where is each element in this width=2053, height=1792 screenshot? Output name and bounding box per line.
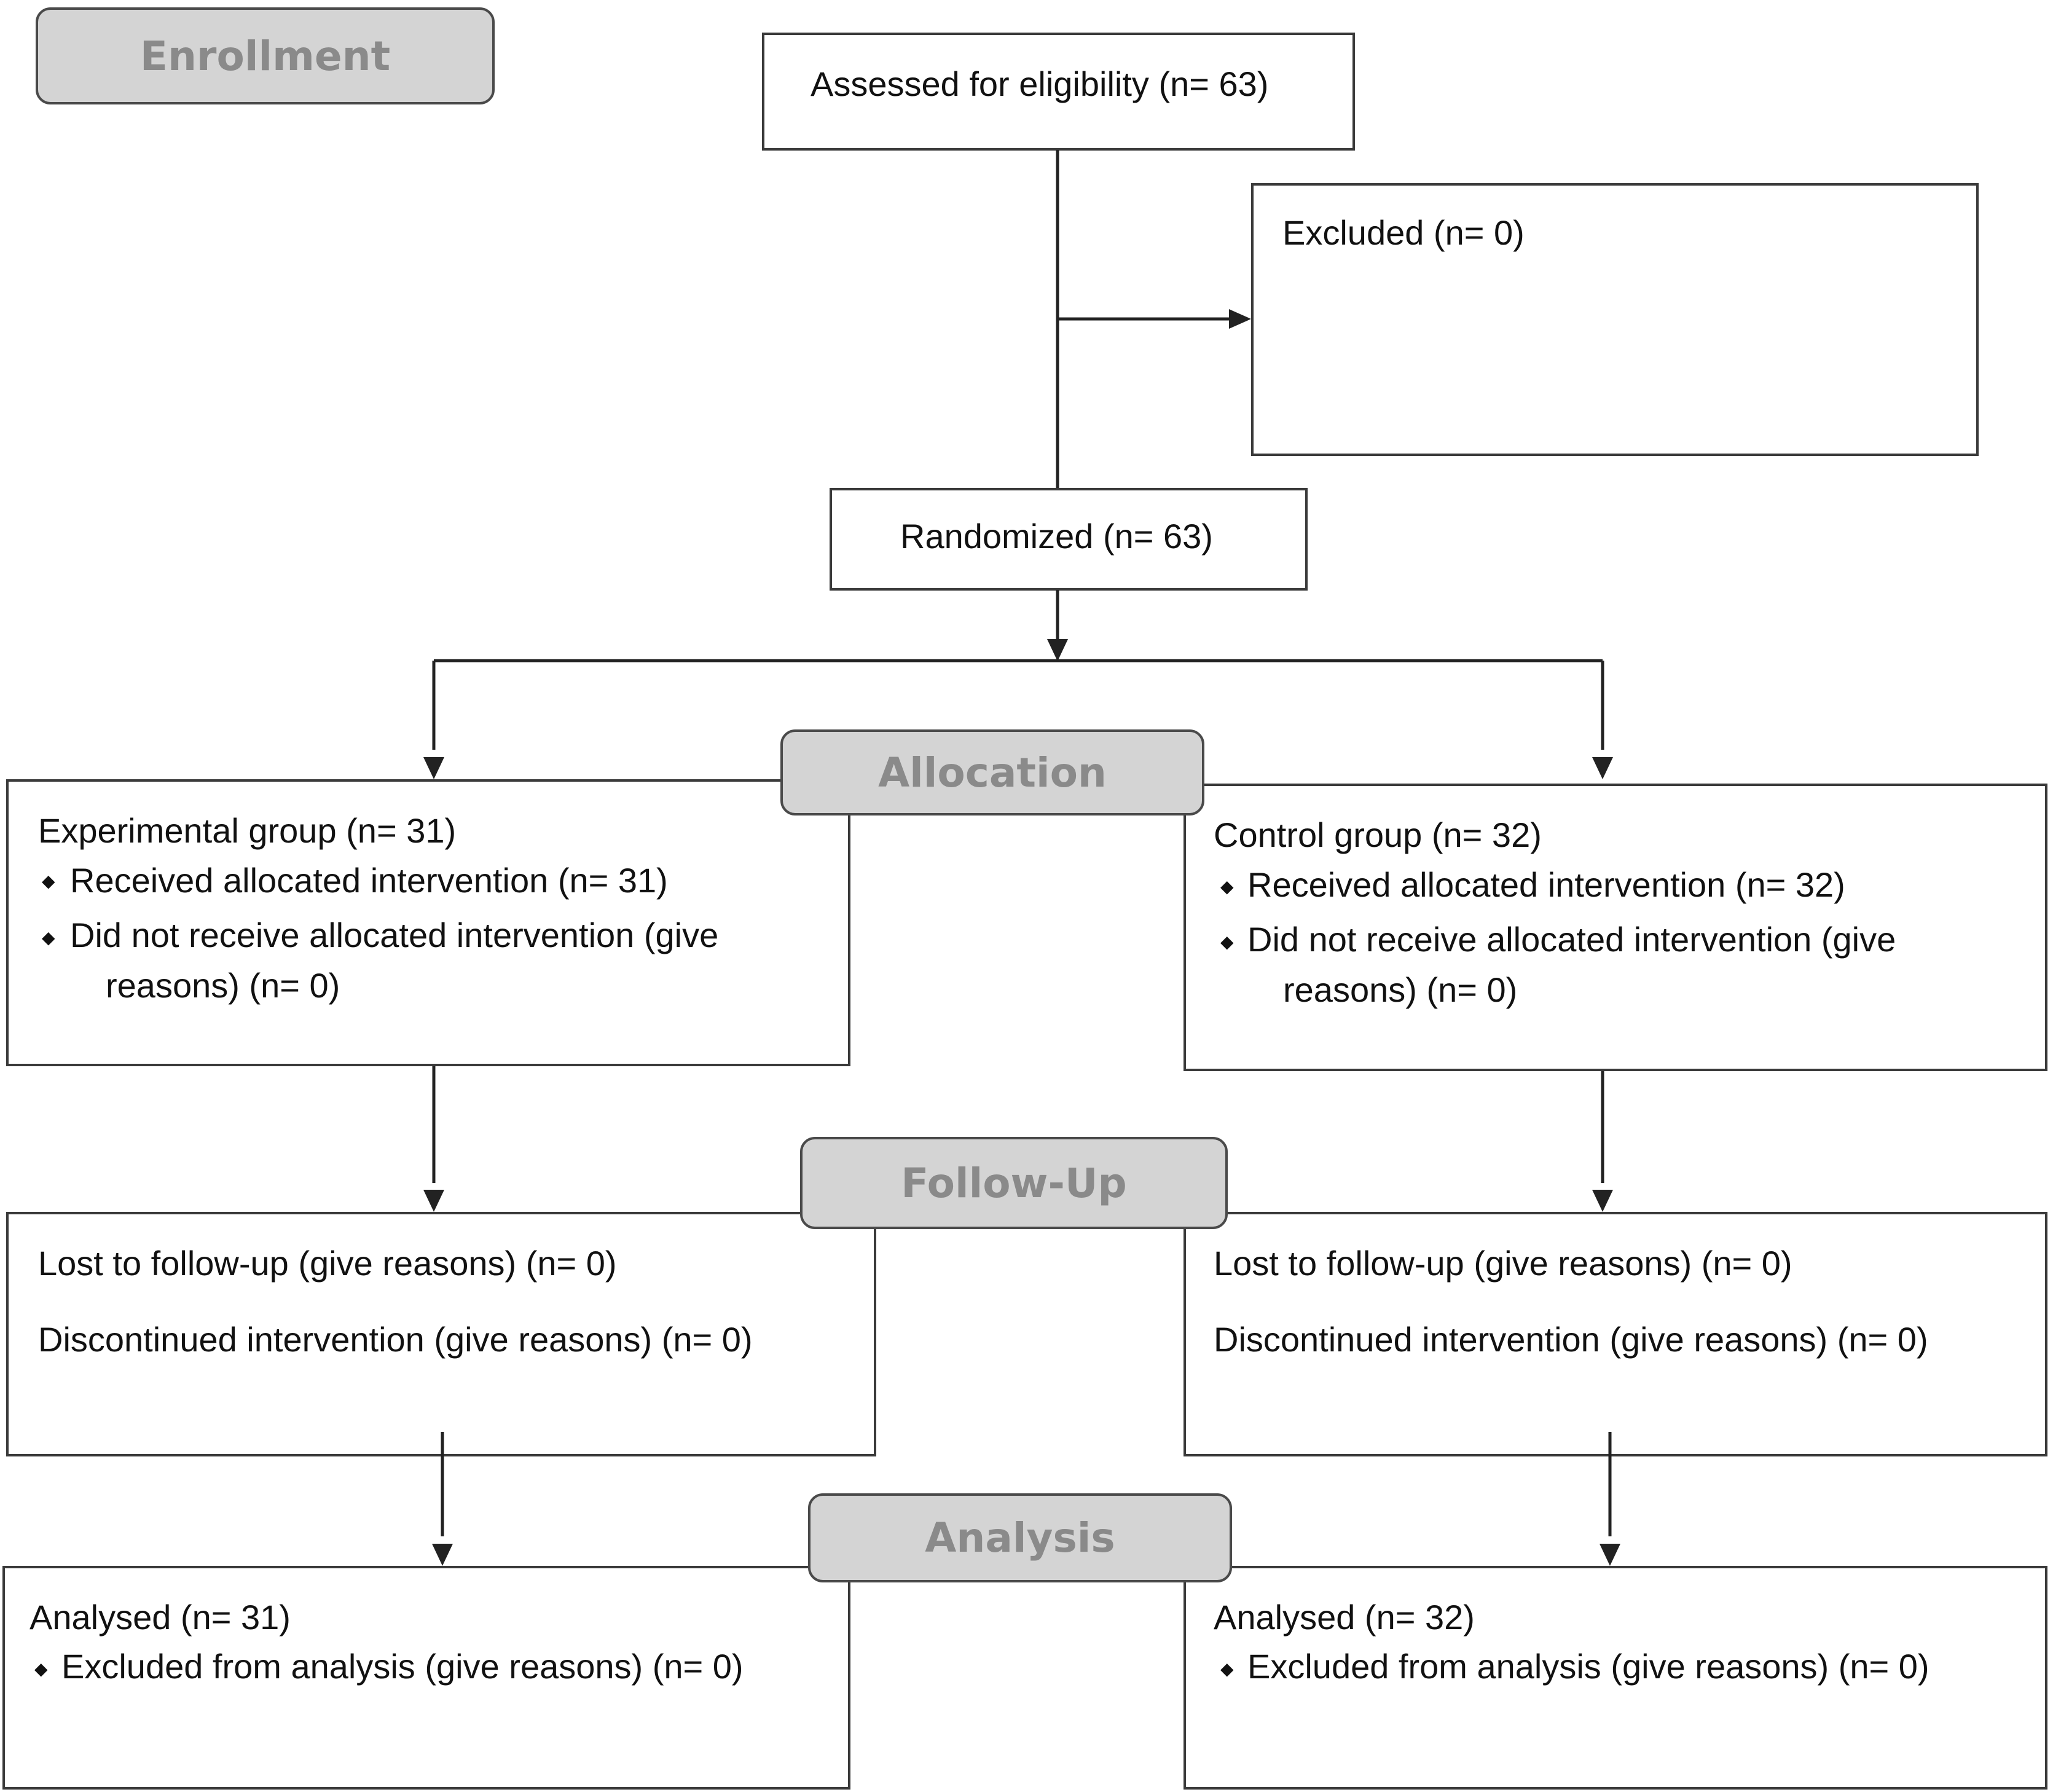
experimental-discontinued-text: Discontinued intervention (give reasons)… (38, 1320, 753, 1359)
control-follow-up-box: Lost to follow-up (give reasons) (n= 0) … (1184, 1212, 2047, 1456)
stage-label-follow-up: Follow-Up (800, 1137, 1228, 1229)
experimental-analysed-text: Analysed (n= 31) (29, 1598, 291, 1637)
stage-label-follow-up-text: Follow-Up (901, 1159, 1127, 1207)
experimental-not-received-text: Did not receive allocated intervention (… (70, 916, 719, 954)
stage-label-analysis-text: Analysis (925, 1514, 1115, 1562)
bullet-icon: ◆ (1220, 1659, 1234, 1678)
control-analysed-text: Analysed (n= 32) (1214, 1598, 1475, 1637)
experimental-lost-text: Lost to follow-up (give reasons) (n= 0) (38, 1244, 617, 1283)
arrowhead-ctl-allocation (1592, 757, 1613, 779)
experimental-not-received-reasons-text: reasons) (n= 0) (106, 966, 340, 1005)
arrowhead-randomized-split (1047, 639, 1068, 661)
excluded-text: Excluded (n= 0) (1282, 213, 1525, 252)
stage-label-analysis: Analysis (808, 1493, 1232, 1582)
control-not-received-reasons-text: reasons) (n= 0) (1283, 970, 1518, 1009)
excluded-box: Excluded (n= 0) (1251, 183, 1979, 456)
assessed-text: Assessed for eligibility (n= 63) (811, 65, 1269, 103)
experimental-received-text: Received allocated intervention (n= 31) (70, 861, 668, 900)
stage-label-allocation: Allocation (780, 729, 1204, 815)
arrowhead-exp-allocation (423, 757, 444, 779)
stage-label-enrollment: Enrollment (36, 7, 495, 104)
arrowhead-exp-analysis (432, 1544, 453, 1566)
experimental-excluded-analysis-text: Excluded from analysis (give reasons) (n… (61, 1647, 744, 1686)
bullet-icon: ◆ (42, 871, 55, 890)
arrowhead-excluded (1229, 309, 1251, 329)
control-lost-text: Lost to follow-up (give reasons) (n= 0) (1214, 1244, 1792, 1283)
assessed-box: Assessed for eligibility (n= 63) (762, 33, 1355, 151)
randomized-box: Randomized (n= 63) (830, 488, 1308, 591)
control-not-received-text: Did not receive allocated intervention (… (1247, 920, 1896, 959)
experimental-analysis-box: Analysed (n= 31) ◆ Excluded from analysi… (2, 1566, 850, 1790)
arrowhead-exp-followup (423, 1190, 444, 1212)
experimental-follow-up-box: Lost to follow-up (give reasons) (n= 0) … (6, 1212, 876, 1456)
control-analysis-box: Analysed (n= 32) ◆ Excluded from analysi… (1184, 1566, 2047, 1790)
bullet-icon: ◆ (34, 1659, 48, 1678)
arrowhead-ctl-followup (1592, 1190, 1613, 1212)
control-group-text: Control group (n= 32) (1214, 815, 1542, 854)
randomized-text: Randomized (n= 63) (900, 517, 1213, 556)
bullet-icon: ◆ (42, 928, 55, 947)
experimental-group-text: Experimental group (n= 31) (38, 811, 457, 850)
control-excluded-analysis-text: Excluded from analysis (give reasons) (n… (1247, 1647, 1929, 1686)
bullet-icon: ◆ (1220, 932, 1234, 951)
stage-label-enrollment-text: Enrollment (139, 32, 391, 80)
control-discontinued-text: Discontinued intervention (give reasons)… (1214, 1320, 1928, 1359)
experimental-allocation-box: Experimental group (n= 31) ◆ Received al… (6, 779, 850, 1066)
bullet-icon: ◆ (1220, 877, 1234, 896)
control-allocation-box: Control group (n= 32) ◆ Received allocat… (1184, 784, 2047, 1071)
stage-label-allocation-text: Allocation (878, 749, 1107, 796)
control-received-text: Received allocated intervention (n= 32) (1247, 865, 1845, 904)
arrowhead-ctl-analysis (1600, 1544, 1620, 1566)
